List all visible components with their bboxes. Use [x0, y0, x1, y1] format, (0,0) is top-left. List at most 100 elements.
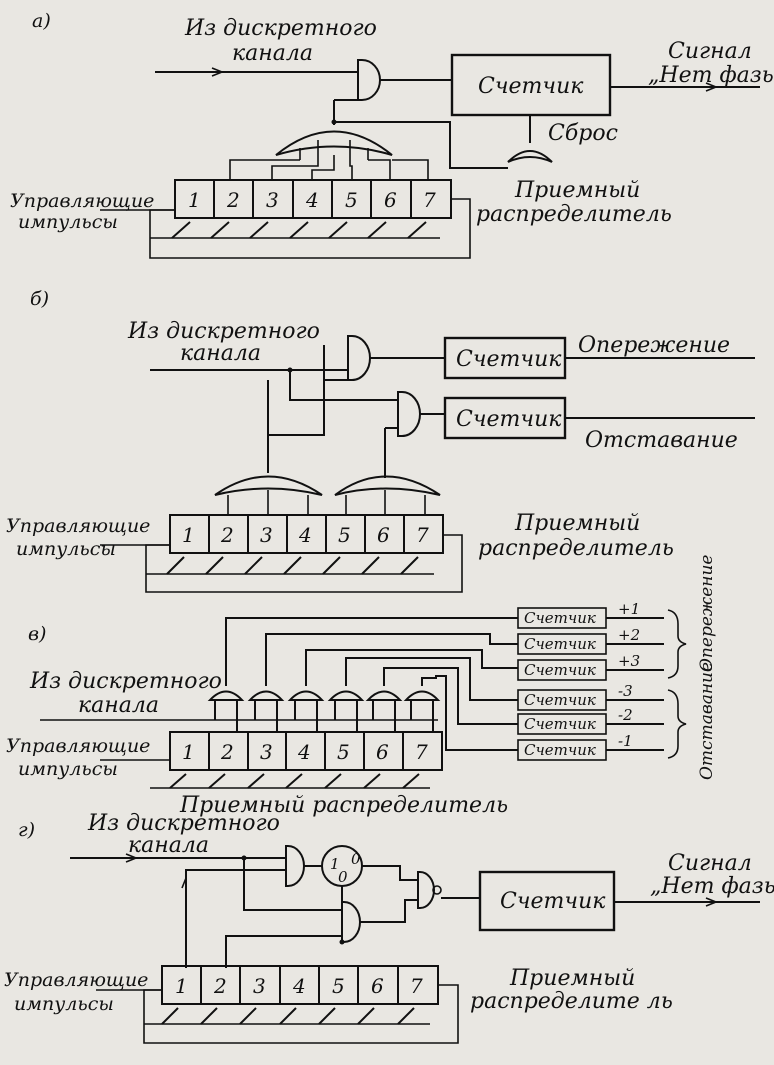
- part-b: б) Из дискретного канала Счетчик Счетчик…: [6, 288, 755, 593]
- part-a-clock-taps: [171, 221, 427, 239]
- part-a-control-line1: Управляющие: [10, 190, 154, 212]
- part-d-and-gate-1: [285, 845, 305, 887]
- part-c-letter: в): [28, 623, 46, 645]
- part-a-distributor-line1: Приемный: [514, 178, 640, 203]
- part-b-cell-3: 3: [260, 523, 273, 547]
- part-d: г) Из дискретного канала 1 0 0 Счетчик С…: [4, 811, 774, 1044]
- part-c-mark-5: -2: [618, 706, 633, 724]
- part-b-cell-4: 4: [298, 523, 312, 547]
- part-d-distributor: 1 2 3 4 5 6 7: [143, 965, 459, 1044]
- part-a-cell-5: 5: [345, 188, 358, 212]
- part-c-control-line2: импульсы: [18, 758, 118, 780]
- part-a-cell-4: 4: [305, 188, 319, 212]
- part-b-counter2-label: Счетчик: [456, 407, 562, 432]
- part-a-cell-3: 3: [266, 188, 279, 212]
- part-c-gate-to-counter-wires: [225, 617, 518, 751]
- part-b-or-dome-2: [334, 475, 441, 496]
- part-d-nand-bubble: [432, 885, 442, 895]
- part-c-counter-2-label: Счетчик: [524, 635, 596, 653]
- part-d-counter-label: Счетчик: [500, 889, 606, 914]
- part-c-cell-6: 6: [376, 740, 389, 764]
- part-c-control-line1: Управляющие: [6, 735, 150, 757]
- part-d-clock-taps: [161, 1007, 415, 1025]
- part-b-or-dome-1: [214, 475, 323, 496]
- part-a-input-line2: канала: [232, 41, 313, 66]
- part-c-lead-label: Опережение: [697, 555, 717, 672]
- part-d-input-arrow: [125, 853, 139, 863]
- part-d-letter: г): [18, 819, 35, 841]
- part-d-trigger-0b: 0: [351, 850, 361, 868]
- part-d-output-line2: „Нет фазы": [650, 874, 774, 899]
- part-c-gates: [207, 690, 441, 701]
- part-c-cell-4: 4: [297, 740, 311, 764]
- part-b-distributor: 1 2 3 4 5 6 7: [145, 514, 463, 593]
- part-c-distributor: 1 2 3 4 5 6 7: [150, 731, 443, 789]
- part-a-tap-4: [311, 155, 335, 180]
- part-d-output-line1: Сигнал: [668, 851, 752, 876]
- part-b-dome1-link: [268, 380, 325, 436]
- part-b-cell-1: 1: [182, 523, 195, 547]
- part-b-and-gate-1: [347, 335, 371, 381]
- part-b-out2-label: Отставание: [585, 428, 738, 453]
- part-d-feedback-junction: [339, 939, 345, 945]
- part-d-and-gate-2: [341, 901, 361, 943]
- part-b-cell-6: 6: [377, 523, 390, 547]
- part-a-tap-3: [271, 160, 319, 180]
- part-c-cell-5: 5: [337, 740, 350, 764]
- part-a-tap-7: [392, 159, 429, 180]
- part-c-gate-5: [365, 690, 403, 701]
- part-b-distributor-line2: распределитель: [478, 536, 674, 561]
- part-a-input-line1: Из дискретного: [184, 16, 377, 41]
- part-a-tap-5: [349, 160, 353, 180]
- part-c-cell-7: 7: [415, 740, 428, 764]
- part-a-output-arrow: [705, 82, 719, 92]
- part-c-mark-3: +3: [618, 652, 640, 670]
- part-d-input-line1: Из дискретного: [87, 811, 280, 836]
- part-c-gate-6: [403, 690, 441, 701]
- part-d-trigger-to-nand: [362, 865, 418, 881]
- part-d-nand-gate: [417, 871, 435, 909]
- part-a-distributor: 1 2 3 4 5 6 7: [149, 179, 471, 259]
- part-a-counter-label: Счетчик: [478, 74, 584, 99]
- part-c-register: [169, 731, 443, 771]
- part-c-lag-label: Отставание: [697, 662, 717, 780]
- part-c-gate-2: [247, 690, 285, 701]
- part-c-input-line2: канала: [78, 693, 159, 718]
- part-a-distributor-line2: распределитель: [476, 202, 672, 227]
- part-c-output-wires: [606, 617, 664, 751]
- part-c-gate-wiring: [214, 700, 434, 732]
- part-a-cell-7: 7: [423, 188, 436, 212]
- part-a-reset-label: Сброс: [548, 121, 618, 146]
- part-a-and-gate: [357, 59, 381, 101]
- part-c-mark-6: -1: [618, 732, 633, 750]
- part-c: в) Из дискретного канала: [6, 555, 717, 818]
- part-a-feedback-wire: [334, 121, 508, 169]
- part-c-gate-1: [207, 690, 245, 701]
- part-a-letter: а): [32, 10, 51, 32]
- part-d-cell-5: 5: [332, 974, 345, 998]
- part-b-letter: б): [30, 288, 49, 310]
- part-a: а) Из дискретного канала Счетчик Сигнал …: [10, 10, 774, 259]
- part-a-cell-2: 2: [226, 188, 240, 212]
- part-c-counter-4-label: Счетчик: [524, 691, 596, 709]
- part-b-register: [169, 514, 444, 554]
- part-d-input-line2: канала: [128, 833, 209, 858]
- part-d-cell-1: 1: [175, 974, 188, 998]
- part-d-control-line2: импульсы: [14, 993, 114, 1015]
- part-b-control-line1: Управляющие: [6, 515, 150, 537]
- part-a-cell-1: 1: [188, 188, 201, 212]
- part-c-cell-2: 2: [220, 740, 234, 764]
- part-a-control-line2: импульсы: [18, 211, 118, 233]
- part-c-counter-3-label: Счетчик: [524, 661, 596, 679]
- part-c-distributor-label: Приемный распределитель: [179, 793, 508, 818]
- part-c-mark-4: -3: [618, 682, 633, 700]
- part-a-output-line2: „Нет фазы": [648, 63, 774, 88]
- part-b-cell-5: 5: [338, 523, 351, 547]
- part-c-input-line1: Из дискретного: [29, 669, 222, 694]
- part-a-output-line1: Сигнал: [668, 39, 752, 64]
- part-d-cell-3: 3: [253, 974, 266, 998]
- part-b-cell-2: 2: [220, 523, 234, 547]
- part-b-input-line2: канала: [180, 341, 261, 366]
- part-c-lag-brace: [667, 689, 687, 759]
